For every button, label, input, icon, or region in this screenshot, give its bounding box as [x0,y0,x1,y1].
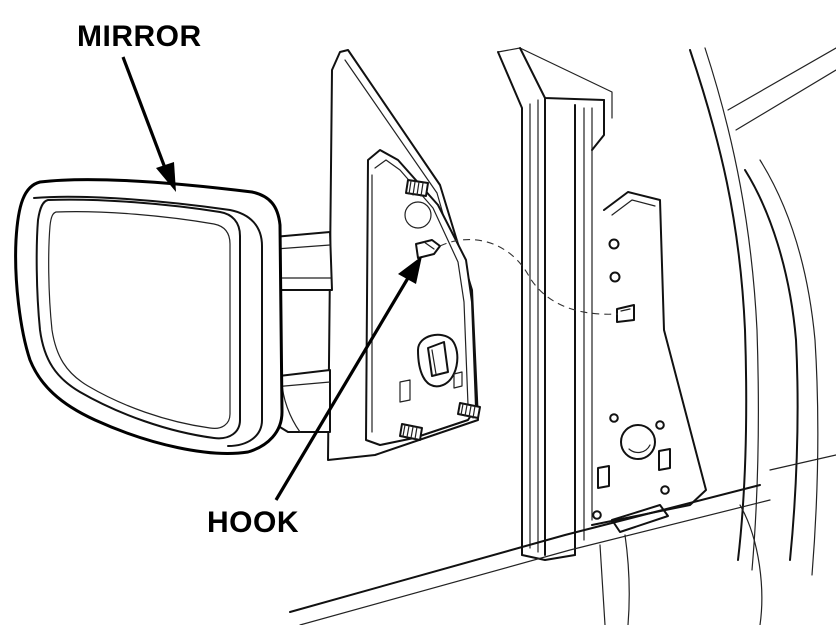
hook-label: HOOK [207,506,299,539]
hook-leader-arrow [274,256,422,501]
hook-tab [415,239,441,259]
stud-lower-left [399,423,423,441]
stud-lower-right [457,402,481,419]
door-frame [289,47,836,625]
stud-upper [405,179,429,197]
mirror-leader-arrow [121,56,176,192]
mirror-base-plate [327,49,481,461]
mirror-glass [35,198,241,440]
hook-alignment-line [439,239,619,315]
mirror-housing [14,178,284,455]
harness-opening [417,333,459,388]
mirror-label: MIRROR [77,20,202,53]
